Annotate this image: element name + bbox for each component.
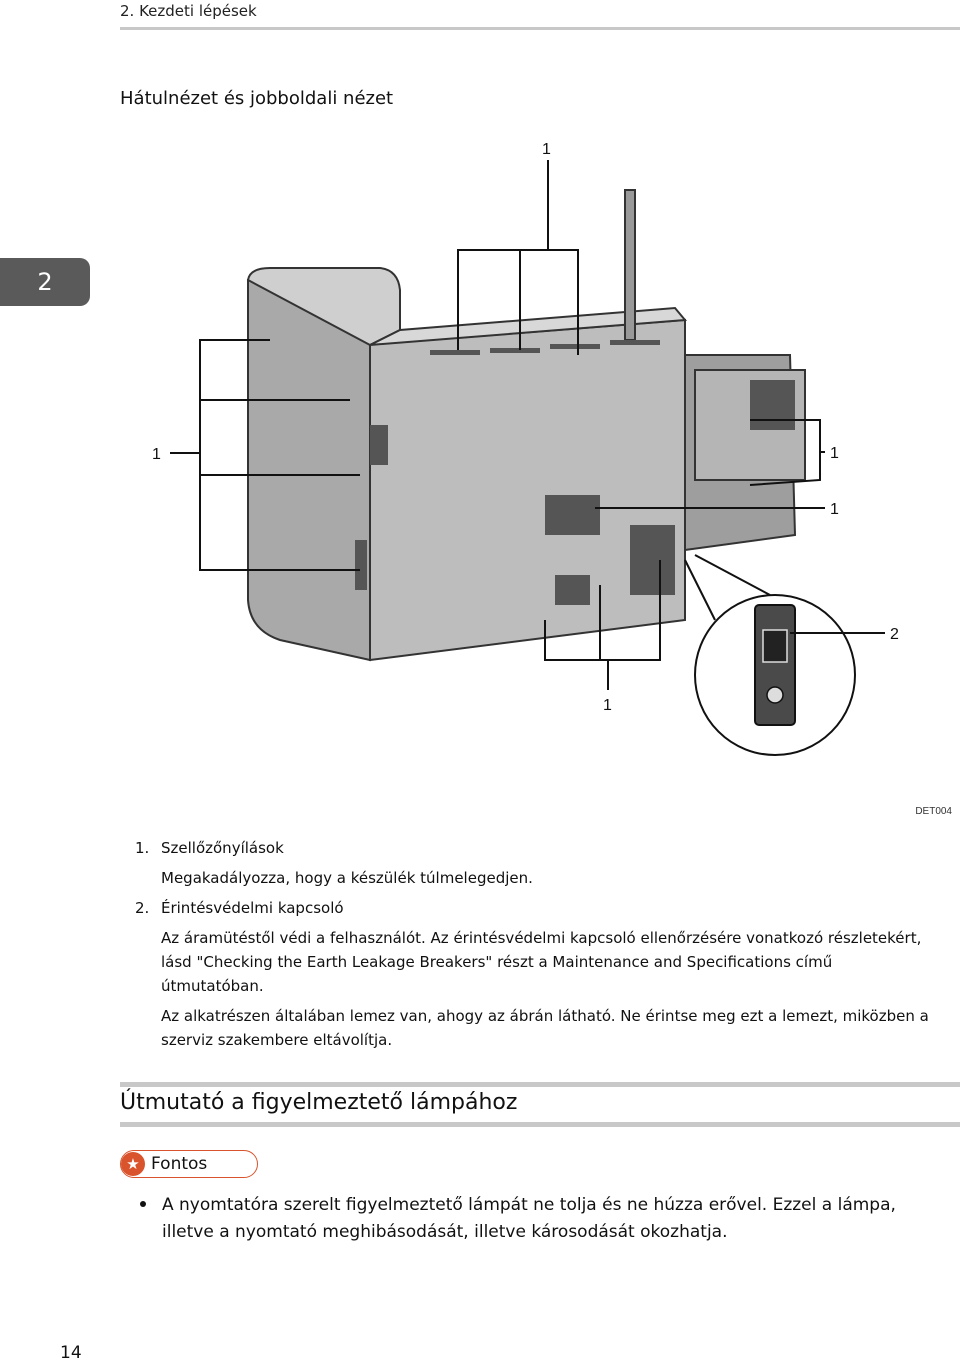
callout-bottom: 1	[603, 697, 612, 714]
page-number: 14	[60, 1343, 82, 1363]
guide-heading: Útmutató a figyelmeztető lámpához	[120, 1090, 518, 1115]
printer-rear-panel	[363, 318, 686, 662]
star-icon: ★	[121, 1152, 145, 1176]
warning-lamp-pole	[624, 189, 636, 341]
list-item: 1. Szellőzőnyílások Megakadályozza, hogy…	[135, 836, 935, 890]
item-description: Az áramütéstől védi a felhasználót. Az é…	[161, 929, 922, 995]
item-number: 1.	[135, 839, 150, 857]
heading-rule-top	[120, 1082, 960, 1087]
item-title: Érintésvédelmi kapcsoló	[161, 899, 344, 917]
bullet-text: A nyomtatóra szerelt figyelmeztető lámpá…	[162, 1195, 896, 1243]
printer-illustration: 1 1 1 1 2 1	[152, 141, 899, 756]
important-badge: ★ Fontos	[120, 1150, 258, 1178]
callout-switch: 2	[890, 626, 899, 643]
item-description: Megakadályozza, hogy a készülék túlmeleg…	[161, 869, 533, 887]
bullet-item: A nyomtatóra szerelt figyelmeztető lámpá…	[140, 1192, 930, 1246]
callout-left: 1	[152, 446, 161, 463]
callout-right-upper: 1	[830, 445, 839, 462]
running-header: 2. Kezdeti lépések	[120, 2, 257, 20]
printer-left-panel	[247, 279, 371, 662]
bullet-dot	[140, 1201, 146, 1207]
callout-right-lower: 1	[830, 501, 839, 518]
earth-leakage-switch	[754, 604, 796, 726]
section-title: Hátulnézet és jobboldali nézet	[120, 88, 394, 109]
chapter-tab: 2	[0, 258, 90, 306]
callout-list: 1. Szellőzőnyílások Megakadályozza, hogy…	[135, 836, 935, 1058]
item-description: Az alkatrészen általában lemez van, ahog…	[161, 1007, 929, 1049]
list-item: 2. Érintésvédelmi kapcsoló Az áramütéstő…	[135, 896, 935, 1052]
heading-rule-bottom	[120, 1122, 960, 1127]
important-label: Fontos	[151, 1154, 208, 1174]
figure-code: DET004	[915, 806, 952, 817]
item-title: Szellőzőnyílások	[161, 839, 284, 857]
header-rule	[120, 27, 960, 30]
callout-top: 1	[542, 141, 551, 158]
item-number: 2.	[135, 899, 150, 917]
